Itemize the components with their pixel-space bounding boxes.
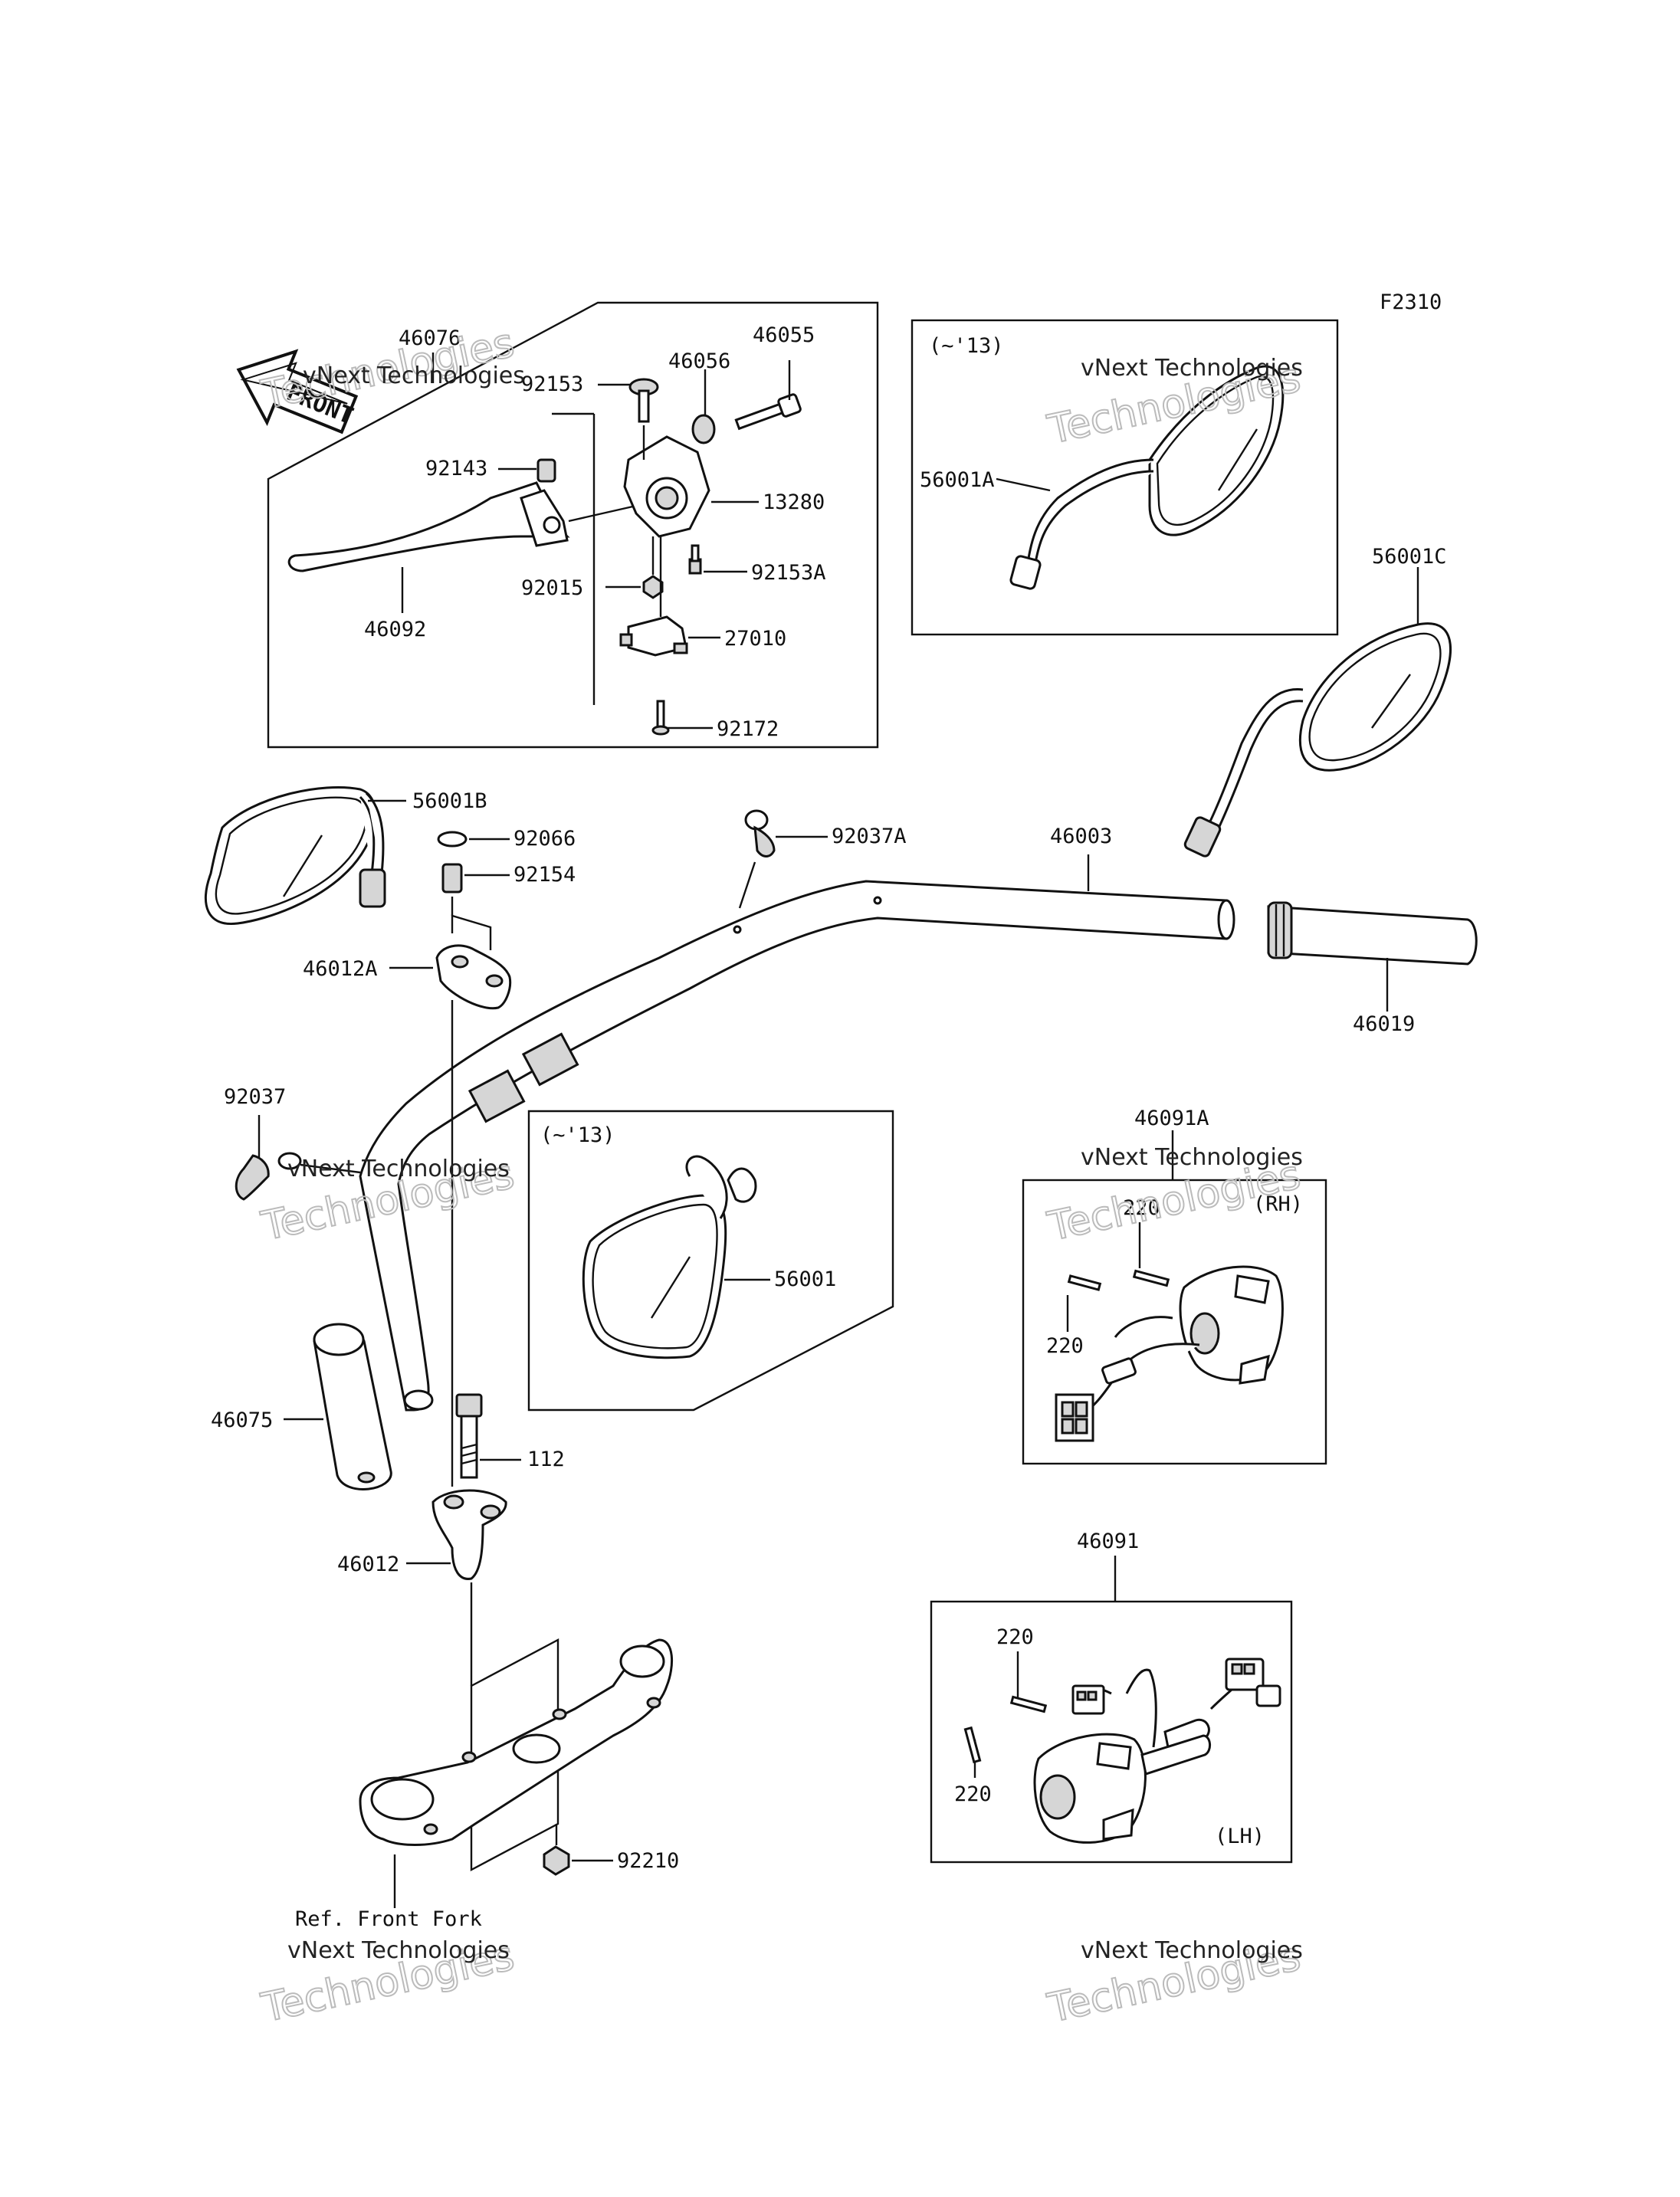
label-46091A: 46091A <box>1134 1107 1209 1130</box>
upper-holder-group: 92066 92154 46012A <box>303 827 576 1010</box>
mirror-56001B-group: 56001B <box>204 786 487 926</box>
label-92037A: 92037A <box>832 825 907 848</box>
bolt-112 <box>455 1393 483 1418</box>
label-92210: 92210 <box>617 1849 679 1873</box>
label-220-b: 220 <box>1046 1334 1084 1358</box>
nut-92210 <box>543 1845 570 1876</box>
switch-lh-46091-group: 46091 (LH) 220 220 <box>930 1530 1293 1864</box>
watermark-text-2: vNext Technologies <box>1081 355 1303 382</box>
grip-46075-group: 46075 <box>211 1323 392 1490</box>
label-46012A: 46012A <box>303 957 378 981</box>
note-to-13-b: (~'13) <box>540 1123 615 1147</box>
label-92143: 92143 <box>425 457 487 480</box>
adjuster-46056 <box>691 414 716 444</box>
cap-92037-group: 92037 <box>224 1085 361 1201</box>
note-lh: (LH) <box>1215 1825 1265 1848</box>
label-92015: 92015 <box>521 576 583 600</box>
lower-holder-group: 112 46012 <box>337 1000 565 1686</box>
watermark-text-5: vNext Technologies <box>287 1937 510 1964</box>
screw-46055 <box>734 393 802 431</box>
label-92037: 92037 <box>224 1085 286 1109</box>
mirror-56001C <box>1298 622 1452 772</box>
mirror-box-a <box>911 319 1339 636</box>
lever-box <box>267 301 879 749</box>
label-220-c: 220 <box>996 1625 1034 1649</box>
watermark-text-3: vNext Technologies <box>287 1156 510 1182</box>
label-46055: 46055 <box>753 323 815 347</box>
grip-46019 <box>1267 905 1478 966</box>
mirror-56001-group: (~'13) 56001 <box>527 1110 894 1412</box>
label-46092: 46092 <box>364 618 426 641</box>
washer-92066 <box>437 831 468 848</box>
bolt-92154 <box>441 863 463 894</box>
label-220-d: 220 <box>954 1782 992 1806</box>
watermark-text-1: vNext Technologies <box>303 362 525 389</box>
label-46076: 46076 <box>399 326 461 350</box>
handlebar-46003: 46003 <box>359 825 1235 1412</box>
label-46019: 46019 <box>1353 1012 1415 1036</box>
mirror-56001 <box>582 1194 727 1359</box>
label-56001B: 56001B <box>412 789 487 813</box>
label-56001C: 56001C <box>1372 545 1447 569</box>
lh-switch-box <box>930 1600 1293 1864</box>
mirror-56001B <box>204 786 377 926</box>
label-27010: 27010 <box>724 627 786 651</box>
label-56001A: 56001A <box>920 468 995 492</box>
switch-rh-46091A-group: 46091A (RH) 220 220 <box>1022 1107 1327 1465</box>
note-rh: (RH) <box>1253 1192 1303 1216</box>
mirror-56001A <box>1148 365 1285 536</box>
cap-92037A <box>753 825 776 857</box>
mirror-56001C-group: 56001C <box>1183 545 1452 857</box>
label-92172: 92172 <box>717 717 779 741</box>
mirror-box-b <box>527 1110 894 1412</box>
watermark-text-6: vNext Technologies <box>1081 1937 1303 1964</box>
grip-46019-group: 46019 <box>1267 901 1478 1036</box>
rh-switch-box <box>1022 1179 1327 1465</box>
ref-front-fork: Ref. Front Fork <box>295 1907 482 1931</box>
label-46091: 46091 <box>1077 1530 1139 1553</box>
label-220-a: 220 <box>1123 1196 1160 1220</box>
watermark-text-4: vNext Technologies <box>1081 1144 1303 1171</box>
label-92153A: 92153A <box>751 561 826 585</box>
label-46056: 46056 <box>668 349 730 373</box>
label-92153: 92153 <box>521 372 583 396</box>
label-46003: 46003 <box>1050 825 1112 848</box>
nut-92015 <box>642 575 664 599</box>
upper-bracket-group: 92210 Ref. Front Fork <box>295 1638 679 1931</box>
mirror-56001A-group: (~'13) 56001A <box>911 319 1339 636</box>
label-112: 112 <box>527 1448 565 1471</box>
cap-92037A-group: 92037A <box>738 809 907 909</box>
label-46075: 46075 <box>211 1408 273 1432</box>
label-92154: 92154 <box>514 863 576 887</box>
cap-92037 <box>235 1154 270 1201</box>
label-13280: 13280 <box>763 490 825 514</box>
bushing-92143 <box>536 458 556 483</box>
diagram-code: F2310 <box>1380 290 1442 314</box>
label-46012: 46012 <box>337 1553 399 1576</box>
label-92066: 92066 <box>514 827 576 851</box>
note-to-13-a: (~'13) <box>929 334 1004 358</box>
label-56001: 56001 <box>774 1267 836 1291</box>
